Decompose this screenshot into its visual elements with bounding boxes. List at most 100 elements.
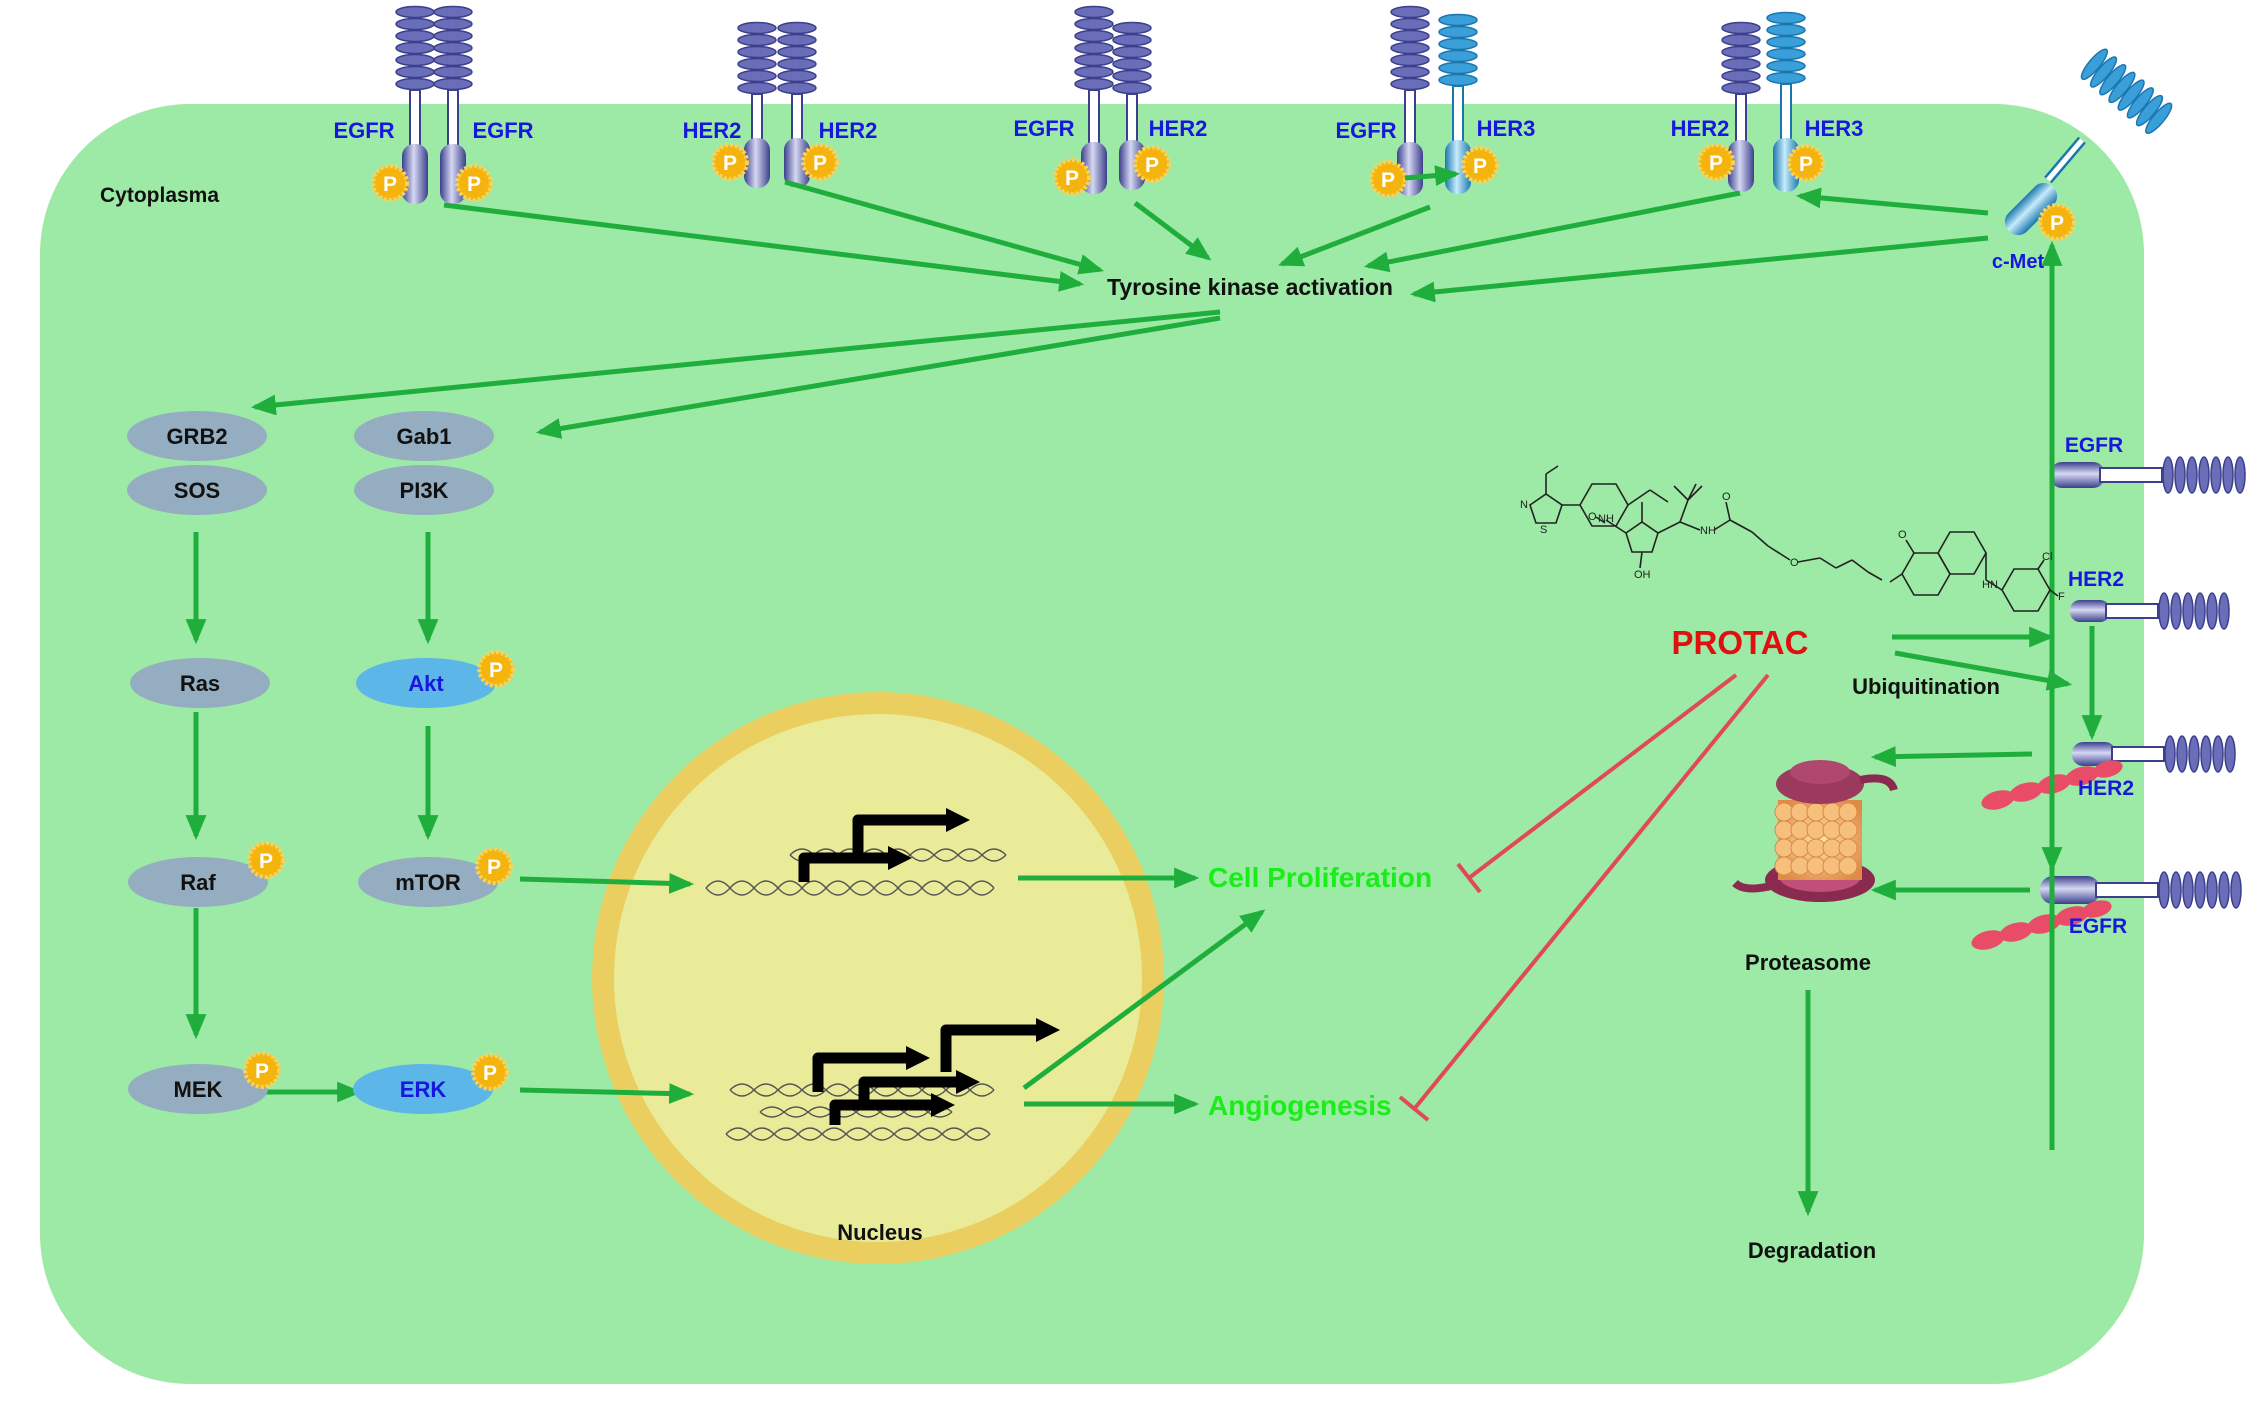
phospho-icon: P xyxy=(1697,143,1735,181)
svg-text:P: P xyxy=(1473,155,1487,178)
svg-text:F: F xyxy=(2058,591,2065,603)
svg-text:P: P xyxy=(1381,169,1395,192)
svg-text:P: P xyxy=(489,659,503,682)
kinase-domain-icon xyxy=(2004,182,2058,236)
degradation-label: Degradation xyxy=(1748,1238,1876,1263)
svg-text:P: P xyxy=(1709,152,1723,175)
phospho-icon: P xyxy=(1053,158,1091,196)
ecd-stack-icon xyxy=(2158,592,2230,630)
phospho-icon: P xyxy=(471,1053,509,1091)
dimer-egfr-her3: P P EGFR HER3 xyxy=(1335,5,1536,198)
receptor-label: EGFR xyxy=(1335,118,1396,143)
side-receptor-her2: HER2 xyxy=(2068,568,2230,630)
kinase-domain-icon xyxy=(1773,138,1799,192)
pathway-left-label: Raf xyxy=(180,870,216,895)
kinase-domain-icon xyxy=(2050,462,2105,488)
cell-membrane xyxy=(40,104,2144,1384)
svg-text:P: P xyxy=(259,850,273,873)
phospho-icon: P xyxy=(711,143,749,181)
cytoplasma-label: Cytoplasma xyxy=(100,184,219,207)
inhibition-lines xyxy=(1398,673,1770,1122)
kinase-domain-icon xyxy=(784,138,810,188)
phospho-icon: P xyxy=(1369,160,1407,198)
transcription-arrowheads xyxy=(888,808,1060,1117)
side-receptor-egfr: EGFR xyxy=(2050,434,2246,494)
svg-text:O: O xyxy=(1588,511,1597,523)
kinase-domain-icon xyxy=(2070,600,2110,622)
pathway-left-label: ERK xyxy=(400,1077,447,1102)
nucleus-label: Nucleus xyxy=(837,1220,923,1245)
receptor-label: HER2 xyxy=(2068,568,2124,591)
proteasome-icon xyxy=(1732,760,1898,902)
svg-text:P: P xyxy=(1065,167,1079,190)
tyrosine-kinase-activation-label: Tyrosine kinase activation xyxy=(1107,274,1393,300)
kinase-domain-icon xyxy=(402,144,428,204)
receptor-label: HER2 xyxy=(1149,116,1208,141)
phospho-icon: P xyxy=(247,841,285,879)
svg-text:OH: OH xyxy=(1634,569,1651,581)
svg-text:HN: HN xyxy=(1982,579,1998,591)
kinase-domain-icon xyxy=(744,138,770,188)
sos-node xyxy=(127,465,267,515)
kinase-domain-icon xyxy=(1119,140,1145,190)
side-receptor-egfr-ubiquitinated: EGFR xyxy=(1971,871,2242,950)
phospho-icon: P xyxy=(371,164,409,202)
svg-text:P: P xyxy=(723,152,737,175)
ecd-stack-icon xyxy=(1074,5,1152,95)
svg-text:P: P xyxy=(2050,212,2064,235)
receptor-label: HER2 xyxy=(1671,116,1730,141)
pathway-right-label: mTOR xyxy=(395,870,461,895)
phospho-icon: P xyxy=(1787,144,1825,182)
cmet-receptor: P c-Met xyxy=(1992,48,2173,273)
mtor-node xyxy=(358,857,498,907)
dna-helix-icon xyxy=(725,1127,991,1141)
kinase-domain-icon xyxy=(2040,876,2100,904)
transphosphorylation-arrow xyxy=(1404,165,1461,187)
ecd-stack-icon xyxy=(1721,11,1806,95)
transcription-arrow-icon xyxy=(812,1052,910,1092)
pathway-right-label: Akt xyxy=(408,671,444,696)
receptor-label: HER3 xyxy=(1477,116,1536,141)
side-receptors: EGFR HER2 HER2 xyxy=(1971,434,2246,950)
receptor-label: EGFR xyxy=(2065,434,2123,457)
ecd-stack-icon xyxy=(2162,456,2246,494)
protac-molecule-structure xyxy=(1529,465,2059,612)
kinase-domain-icon xyxy=(2072,742,2116,766)
svg-text:O: O xyxy=(1898,529,1907,541)
svg-text:P: P xyxy=(487,856,501,879)
raf-node xyxy=(128,857,268,907)
mek-node xyxy=(128,1064,268,1114)
dimer-her2-her3: P P HER2 HER3 xyxy=(1671,11,1863,192)
ubiquitin-chain-icon xyxy=(1981,760,2123,810)
svg-text:Cl: Cl xyxy=(2042,551,2052,563)
phospho-icon: P xyxy=(475,847,513,885)
transcription-start-arrows xyxy=(798,814,1040,1125)
phospho-icon: P xyxy=(455,164,493,202)
phospho-icon: P xyxy=(243,1051,281,1089)
pathway-left-label: MEK xyxy=(174,1077,223,1102)
protac-molecule-atoms: S N NH O OH NH O O O HN Cl F xyxy=(1520,491,2065,603)
cell-proliferation-label: Cell Proliferation xyxy=(1208,862,1432,893)
receptor-label: HER2 xyxy=(683,118,742,143)
receptor-label: HER2 xyxy=(819,118,878,143)
transcription-arrow-icon xyxy=(940,1024,1040,1072)
svg-text:P: P xyxy=(483,1062,497,1085)
svg-text:P: P xyxy=(813,152,827,175)
cmet-label: c-Met xyxy=(1992,251,2045,273)
transcription-arrow-icon xyxy=(798,852,892,882)
akt-node xyxy=(356,658,496,708)
proteasome-label: Proteasome xyxy=(1745,950,1871,975)
svg-text:O: O xyxy=(1790,557,1799,569)
receptor-label: EGFR xyxy=(1013,116,1074,141)
ecd-stack-icon xyxy=(1390,5,1478,91)
phospho-icon: P xyxy=(1461,146,1499,184)
angiogenesis-label: Angiogenesis xyxy=(1208,1090,1392,1121)
svg-text:P: P xyxy=(1799,153,1813,176)
kinase-domain-icon xyxy=(1728,140,1754,192)
erk-node xyxy=(353,1064,493,1114)
dna-helix-icon xyxy=(705,880,995,896)
dna-helix-icon xyxy=(759,1106,953,1118)
pathway-right-label: PI3K xyxy=(400,478,449,503)
ecd-stack-icon xyxy=(2080,48,2173,135)
